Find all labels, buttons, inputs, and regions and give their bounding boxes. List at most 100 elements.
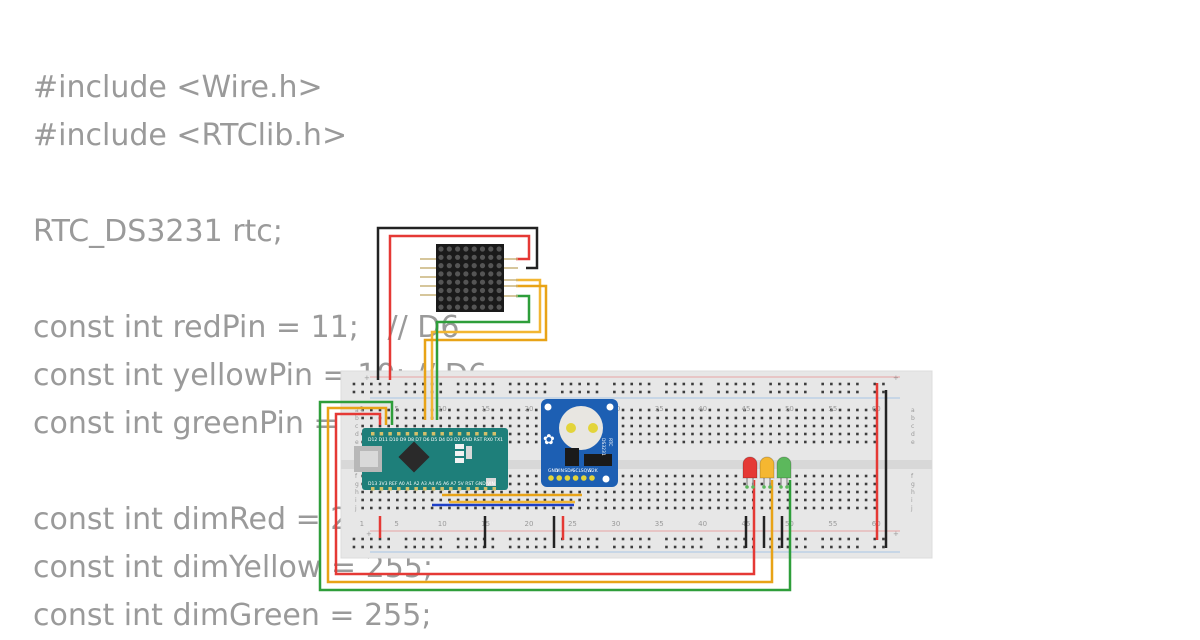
rail-hole[interactable] [673,382,677,386]
breadboard-hole[interactable] [413,416,417,420]
rail-hole[interactable] [361,537,364,541]
rail-hole[interactable] [352,537,356,541]
breadboard-hole[interactable] [613,490,616,494]
breadboard-hole[interactable] [795,482,798,486]
breadboard-hole[interactable] [508,506,512,510]
breadboard-hole[interactable] [578,506,581,510]
rail-hole[interactable] [439,390,443,394]
rail-hole[interactable] [465,545,469,549]
rail-hole[interactable] [508,382,512,386]
rail-hole[interactable] [482,382,486,386]
rail-hole[interactable] [587,382,590,386]
breadboard-hole[interactable] [630,424,634,428]
breadboard-hole[interactable] [404,424,408,428]
breadboard-hole[interactable] [422,498,425,502]
breadboard-hole[interactable] [873,482,877,486]
rail-hole[interactable] [630,537,634,541]
breadboard-hole[interactable] [630,440,634,444]
rail-hole[interactable] [439,537,443,541]
breadboard-hole[interactable] [534,498,538,502]
breadboard-hole[interactable] [578,490,581,494]
breadboard-hole[interactable] [465,490,469,494]
rail-hole[interactable] [387,390,390,394]
breadboard-hole[interactable] [534,416,538,420]
rail-hole[interactable] [543,537,547,541]
rail-hole[interactable] [630,390,634,394]
rail-hole[interactable] [370,390,373,394]
rail-hole[interactable] [387,382,390,386]
breadboard-hole[interactable] [725,432,729,436]
rail-hole[interactable] [413,390,417,394]
rail-hole[interactable] [569,537,573,541]
code-line[interactable]: #include <Wire.h> [33,70,323,105]
breadboard-hole[interactable] [370,506,373,510]
breadboard-hole[interactable] [560,490,564,494]
breadboard-hole[interactable] [804,506,807,510]
breadboard-hole[interactable] [717,490,720,494]
rail-hole[interactable] [534,390,538,394]
breadboard-hole[interactable] [430,490,434,494]
rail-hole[interactable] [526,545,529,549]
breadboard-hole[interactable] [856,498,859,502]
breadboard-hole[interactable] [682,498,686,502]
rail-hole[interactable] [647,390,651,394]
breadboard-hole[interactable] [665,408,668,412]
breadboard-hole[interactable] [760,432,764,436]
rail-hole[interactable] [613,545,616,549]
rail-hole[interactable] [804,537,807,541]
led-green[interactable] [776,456,792,489]
breadboard-hole[interactable] [743,424,746,428]
breadboard-hole[interactable] [439,424,443,428]
rail-hole[interactable] [517,537,521,541]
breadboard-hole[interactable] [639,408,642,412]
rail-hole[interactable] [838,537,842,541]
breadboard-hole[interactable] [777,440,781,444]
breadboard-hole[interactable] [517,432,521,436]
breadboard-hole[interactable] [508,474,512,478]
breadboard-hole[interactable] [534,408,538,412]
breadboard-hole[interactable] [604,490,607,494]
rail-hole[interactable] [508,545,512,549]
breadboard-hole[interactable] [448,490,451,494]
breadboard-hole[interactable] [864,408,868,412]
breadboard-hole[interactable] [691,474,694,478]
breadboard-hole[interactable] [673,416,677,420]
breadboard-hole[interactable] [673,490,677,494]
rail-hole[interactable] [751,390,755,394]
breadboard-hole[interactable] [673,498,677,502]
breadboard-hole[interactable] [517,474,521,478]
breadboard-hole[interactable] [856,506,859,510]
breadboard-hole[interactable] [708,416,712,420]
rail-hole[interactable] [534,537,538,541]
breadboard-hole[interactable] [682,424,686,428]
breadboard-hole[interactable] [526,440,529,444]
breadboard-hole[interactable] [370,424,373,428]
breadboard-hole[interactable] [621,408,625,412]
breadboard-hole[interactable] [534,506,538,510]
breadboard-hole[interactable] [830,408,833,412]
breadboard-hole[interactable] [812,424,816,428]
breadboard-hole[interactable] [725,498,729,502]
rail-hole[interactable] [882,390,885,394]
breadboard-hole[interactable] [404,490,408,494]
breadboard-hole[interactable] [639,424,642,428]
rail-hole[interactable] [838,382,842,386]
breadboard-hole[interactable] [856,440,859,444]
breadboard-hole[interactable] [491,506,495,510]
rail-hole[interactable] [569,382,573,386]
breadboard-hole[interactable] [760,424,764,428]
breadboard-hole[interactable] [526,474,529,478]
breadboard-hole[interactable] [699,432,703,436]
rail-hole[interactable] [578,545,581,549]
breadboard-hole[interactable] [873,490,877,494]
breadboard-hole[interactable] [387,506,390,510]
breadboard-hole[interactable] [491,408,495,412]
breadboard-hole[interactable] [508,490,512,494]
rail-hole[interactable] [439,545,443,549]
breadboard-hole[interactable] [500,416,503,420]
breadboard-hole[interactable] [786,424,790,428]
breadboard-hole[interactable] [864,440,868,444]
breadboard-hole[interactable] [830,416,833,420]
rail-hole[interactable] [560,382,564,386]
breadboard-hole[interactable] [552,506,555,510]
